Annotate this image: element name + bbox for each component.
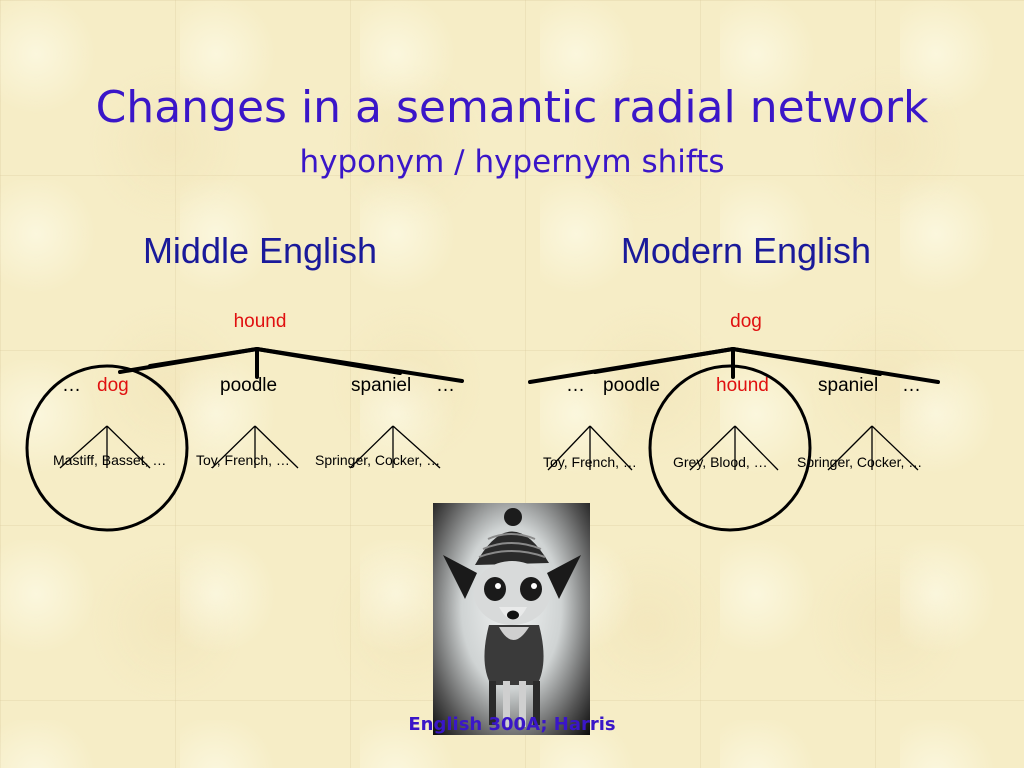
slide-title: Changes in a semantic radial network — [95, 82, 929, 133]
mod-ellipsis-right: … — [902, 375, 921, 396]
modern-english-network: dog … poodle hound spaniel … Toy, French… — [528, 311, 940, 532]
mod-examples-hound: Grey, Blood, … — [673, 454, 768, 470]
me-child-poodle: poodle — [220, 375, 277, 396]
chihuahua-illustration-icon — [443, 508, 581, 727]
me-ellipsis-right: … — [436, 375, 455, 396]
me-child-dog: dog — [97, 375, 129, 396]
chihuahua-photo — [433, 503, 590, 735]
me-examples-dog: Mastiff, Basset, … — [53, 452, 166, 468]
heading-modern-english: Modern English — [620, 230, 872, 271]
me-examples-poodle: Toy, French, … — [196, 452, 290, 468]
heading-middle-english: Middle English — [142, 230, 378, 271]
me-root-label: hound — [234, 311, 287, 332]
mod-ellipsis-left: … — [566, 375, 585, 396]
mod-root-label: dog — [730, 311, 762, 332]
me-examples-spaniel: Springer, Cocker, … — [315, 452, 440, 468]
me-leaf-branches — [59, 425, 441, 469]
mod-leaf-branches — [547, 425, 919, 471]
mod-examples-poodle: Toy, French, … — [543, 454, 637, 470]
mod-examples-spaniel: Springer, Cocker, … — [797, 454, 922, 470]
mod-child-hound: hound — [716, 375, 769, 396]
slide-subtitle: hyponym / hypernym shifts — [299, 144, 725, 180]
mod-child-poodle: poodle — [603, 375, 660, 396]
mod-root-branches — [528, 347, 940, 384]
me-child-spaniel: spaniel — [351, 375, 411, 396]
me-highlight-circle — [25, 364, 189, 532]
mod-highlight-circle — [648, 364, 812, 532]
middle-english-network: hound … dog poodle spaniel … Mastiff, Ba… — [25, 311, 464, 532]
footer-course-label: English 300A; Harris — [408, 714, 616, 735]
mod-child-spaniel: spaniel — [818, 375, 878, 396]
me-ellipsis-left: … — [62, 375, 81, 396]
me-root-branches — [118, 347, 464, 383]
